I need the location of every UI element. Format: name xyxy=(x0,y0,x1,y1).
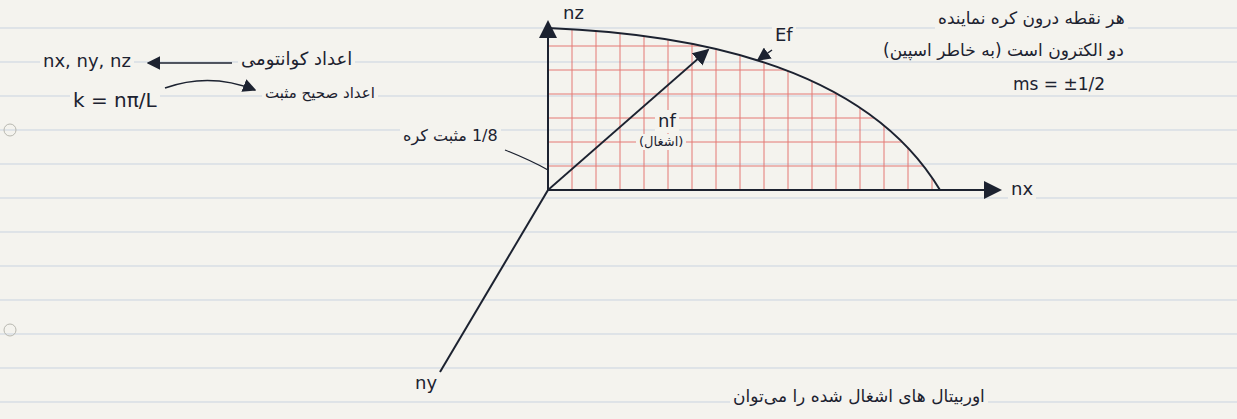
ny-axis xyxy=(440,190,548,372)
grid-line xyxy=(546,166,945,167)
nx-axis xyxy=(548,189,1000,191)
grid-line xyxy=(546,22,945,23)
note-text: هر نقطه درون کره نماینده xyxy=(935,8,1128,29)
energy-label: Ef xyxy=(772,24,796,47)
note-text: اعداد صحیح مثبت xyxy=(262,84,378,103)
arrow xyxy=(148,62,232,64)
grid-line xyxy=(546,70,945,71)
ruled-line xyxy=(0,300,1237,301)
grid-line xyxy=(546,142,945,143)
ruled-line xyxy=(0,130,1237,131)
ruled-line xyxy=(0,62,1237,63)
ruled-line xyxy=(0,334,1237,335)
margin-hole xyxy=(4,124,16,136)
grid-line xyxy=(546,118,945,119)
ruled-line xyxy=(0,368,1237,369)
axis-label: nx xyxy=(1008,178,1036,201)
margin-hole xyxy=(4,324,16,336)
axis-label: ny xyxy=(412,372,440,395)
ef-leader xyxy=(758,50,772,60)
note-text: 1/8 مثبت کره xyxy=(400,126,501,146)
note-text: اعداد کوانتومی xyxy=(238,48,355,71)
radius-nf xyxy=(548,50,708,190)
ruled-line xyxy=(0,164,1237,165)
ruled-line xyxy=(0,232,1237,233)
radius-label: nf xyxy=(655,110,679,133)
leader-line xyxy=(505,150,548,170)
note-text: دو الکترون است (به خاطر اسپین) xyxy=(880,40,1127,61)
note-text: اوربیتال های اشغال شده را می‌توان xyxy=(730,386,988,407)
ruled-line xyxy=(0,402,1237,403)
ruled-line xyxy=(0,266,1237,267)
ruled-lines xyxy=(0,28,1237,402)
formula: ms = ±1/2 xyxy=(1010,74,1108,95)
grid-line xyxy=(546,94,945,95)
axis-label: nz xyxy=(560,2,587,25)
formula: k = nπ/L xyxy=(70,88,160,113)
quantum-numbers: nx, ny, nz xyxy=(40,50,134,73)
ruled-line xyxy=(0,96,1237,97)
grid-line xyxy=(548,20,549,192)
note-text: (اشغال) xyxy=(636,134,686,150)
nz-axis xyxy=(547,22,549,190)
ruled-line xyxy=(0,198,1237,199)
arrow xyxy=(165,80,255,90)
